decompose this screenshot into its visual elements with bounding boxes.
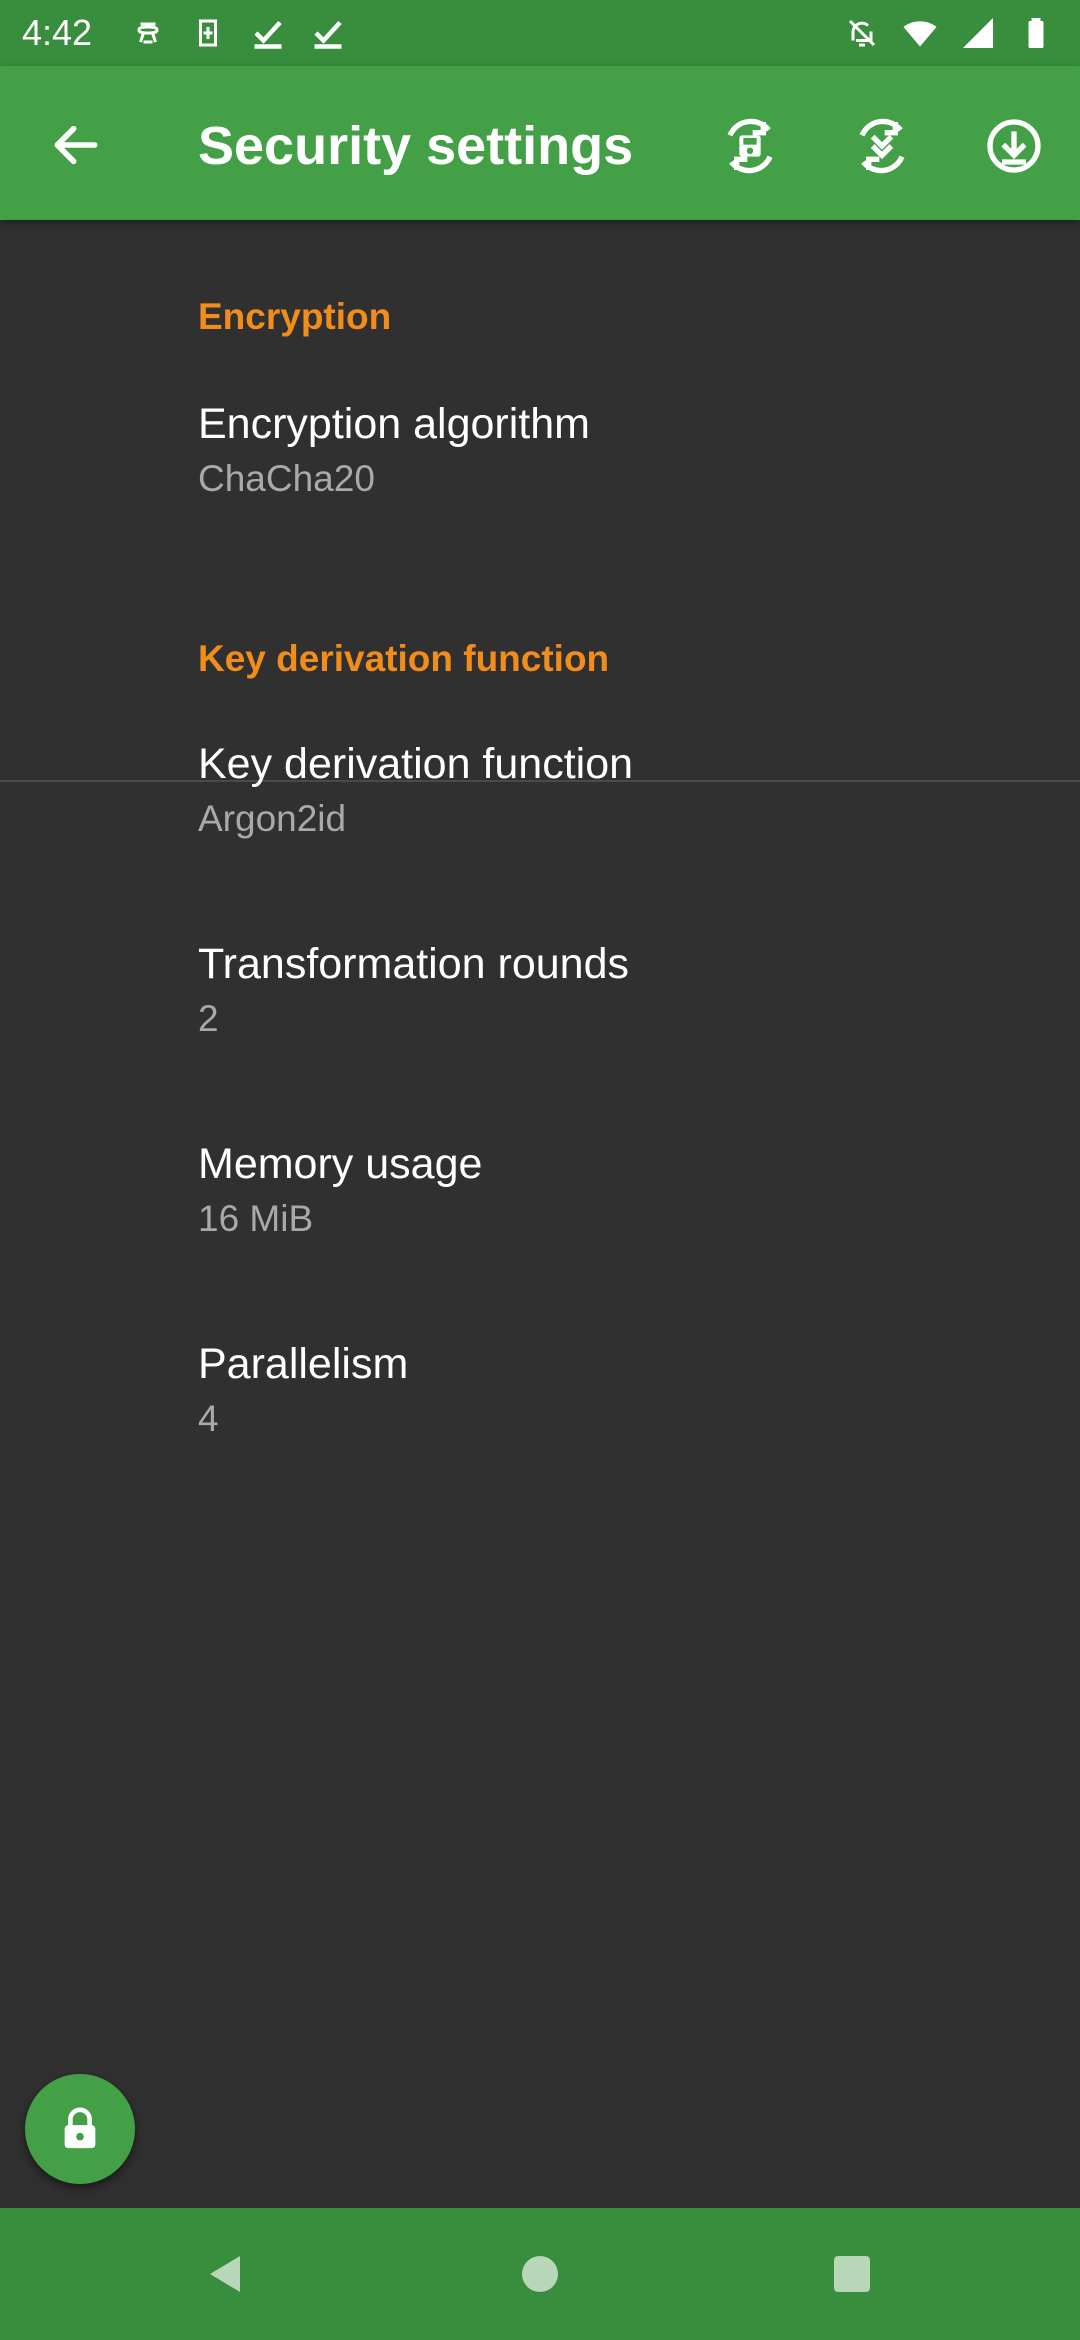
lock-button[interactable] — [25, 2074, 135, 2184]
pref-title: Encryption algorithm — [198, 400, 590, 448]
pref-title: Parallelism — [198, 1340, 409, 1388]
status-right-icons — [840, 12, 1058, 54]
check-icon — [246, 12, 290, 54]
pref-summary: Argon2id — [198, 798, 347, 839]
pref-encryption-algorithm[interactable]: Encryption algorithm ChaCha20 — [0, 400, 1080, 560]
pref-summary: 2 — [198, 998, 219, 1039]
section-header-encryption: Encryption — [198, 296, 392, 337]
section-divider — [0, 780, 1080, 782]
back-button[interactable] — [40, 109, 112, 181]
pref-memory-usage[interactable]: Memory usage 16 MiB — [0, 1140, 1080, 1300]
pref-title: Transformation rounds — [198, 940, 629, 988]
arrow-back-icon — [54, 125, 98, 165]
nav-back-button[interactable] — [194, 2242, 258, 2306]
pref-summary: 4 — [198, 1398, 219, 1439]
pref-summary: 16 MiB — [198, 1198, 314, 1239]
home-circle-icon — [522, 2256, 558, 2292]
nav-home-button[interactable] — [508, 2242, 572, 2306]
save-button[interactable] — [712, 108, 788, 184]
pref-summary: ChaCha20 — [198, 458, 375, 499]
status-left-icons — [126, 12, 350, 54]
wifi-icon — [898, 12, 942, 54]
sim-icon — [186, 12, 230, 54]
section-header-kdf: Key derivation function — [198, 638, 610, 679]
status-time: 4:42 — [22, 12, 93, 53]
pref-title: Key derivation function — [198, 740, 634, 788]
signal-icon — [956, 12, 1000, 54]
guardian-icon — [126, 12, 170, 54]
pref-transformation-rounds[interactable]: Transformation rounds 2 — [0, 940, 1080, 1100]
pref-parallelism[interactable]: Parallelism 4 — [0, 1340, 1080, 1500]
save-to-device-button[interactable] — [844, 108, 920, 184]
page-title: Security settings — [198, 116, 634, 176]
battery-icon — [1014, 12, 1058, 54]
nav-recents-button[interactable] — [820, 2242, 884, 2306]
pref-title: Memory usage — [198, 1140, 483, 1188]
status-bar: 4:42 — [0, 0, 1080, 66]
download-button[interactable] — [976, 108, 1052, 184]
lock-icon — [64, 2107, 96, 2149]
notifications-off-icon — [840, 12, 884, 54]
app-bar: Security settings — [0, 66, 1080, 220]
recents-square-icon — [834, 2256, 870, 2292]
save-icon — [727, 118, 773, 174]
download-icon — [987, 119, 1041, 173]
check-icon — [306, 12, 350, 54]
pref-key-derivation-function[interactable]: Key derivation function Argon2id — [0, 740, 1080, 900]
back-triangle-icon — [210, 2256, 240, 2292]
save-to-device-icon — [859, 118, 905, 174]
navigation-bar — [0, 2208, 1080, 2340]
